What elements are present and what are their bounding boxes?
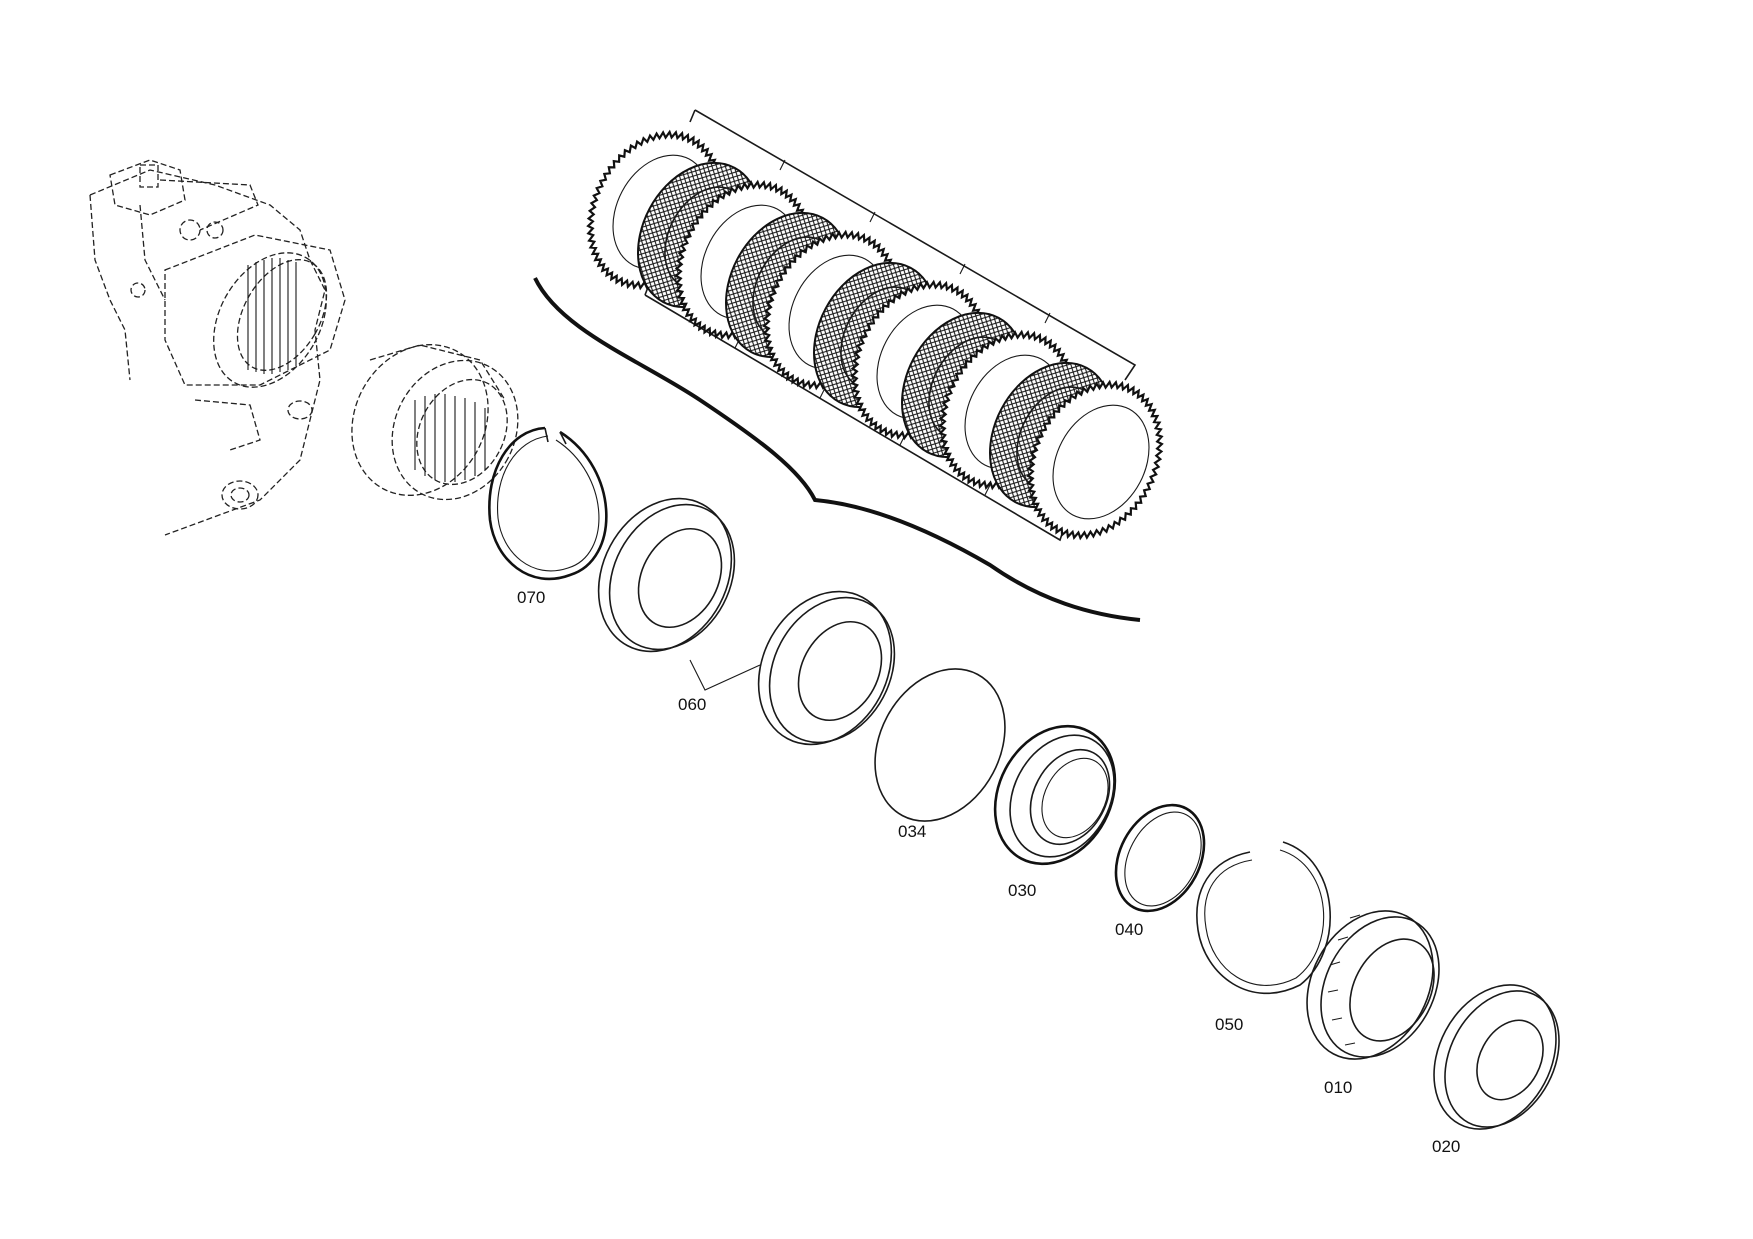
transmission-housing (89, 159, 346, 536)
clutch-disc-pack (586, 129, 1164, 541)
label-040: 040 (1115, 920, 1143, 939)
clutch-drum (351, 344, 519, 501)
label-060: 060 (678, 695, 706, 714)
piston-030 (993, 724, 1117, 866)
grouping-brace (533, 277, 1141, 622)
washer-020 (1433, 984, 1560, 1130)
label-010: 010 (1324, 1078, 1352, 1097)
thrust-plate-060-b (757, 590, 896, 746)
thrust-plate-060-a (597, 497, 736, 653)
label-020: 020 (1432, 1137, 1460, 1156)
label-050: 050 (1215, 1015, 1243, 1034)
snap-ring-070 (488, 426, 608, 581)
label-070: 070 (517, 588, 545, 607)
housing-bore-teeth (247, 258, 297, 374)
disc-pack-bracket (644, 109, 1137, 542)
bearing-010 (1306, 910, 1440, 1060)
snap-ring-050 (1196, 841, 1331, 995)
seal-ring-040 (1114, 803, 1206, 913)
leader-060 (689, 659, 761, 691)
label-034: 034 (898, 822, 926, 841)
o-ring-034 (874, 668, 1006, 822)
steel-clutch-disc (1026, 379, 1164, 541)
label-030: 030 (1008, 881, 1036, 900)
